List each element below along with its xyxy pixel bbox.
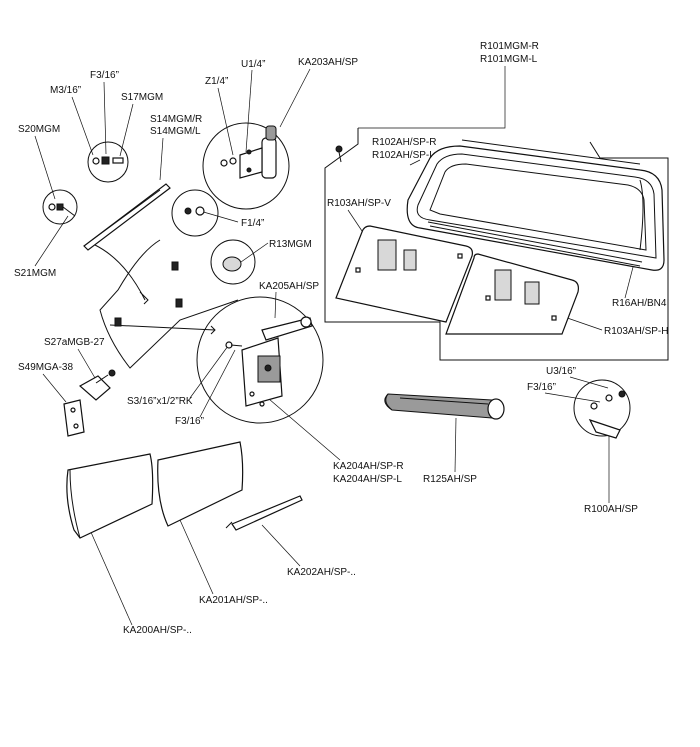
label-m316: M3/16” <box>50 85 81 96</box>
door-panel-ka201 <box>157 441 244 527</box>
roll-r125 <box>384 393 505 420</box>
door-frame-outline <box>94 239 239 369</box>
rod-ka202 <box>225 495 303 531</box>
label-ka204r: KA204AH/SP-R <box>333 461 404 472</box>
label-r103v: R103AH/SP-V <box>327 198 391 209</box>
label-f14: F1/4” <box>241 218 264 229</box>
side-screen-frame-outline <box>324 128 669 361</box>
label-s14l: S14MGM/L <box>150 126 201 137</box>
label-ka204l: KA204AH/SP-L <box>333 474 402 485</box>
label-f316-right: F3/16” <box>527 382 556 393</box>
side-strip-s14 <box>83 183 171 251</box>
label-s17: S17MGM <box>121 92 163 103</box>
label-ka202: KA202AH/SP-.. <box>287 567 356 578</box>
callout-circle-r100 <box>573 379 631 439</box>
label-f316-mid: F3/16” <box>175 416 204 427</box>
side-screen-pane-rear <box>445 253 579 335</box>
label-s20: S20MGM <box>18 124 60 135</box>
label-r101r: R101MGM-R <box>480 41 539 52</box>
label-r101l: R101MGM-L <box>480 54 538 65</box>
label-ka205: KA205AH/SP <box>259 281 319 292</box>
label-r100: R100AH/SP <box>584 504 638 515</box>
small-screw-r102 <box>335 145 343 163</box>
side-screen-frame <box>406 139 665 271</box>
label-f316-top: F3/16” <box>90 70 119 81</box>
label-ka200: KA200AH/SP-.. <box>123 625 192 636</box>
label-r103h: R103AH/SP-H <box>604 326 668 337</box>
label-ka203: KA203AH/SP <box>298 57 358 68</box>
callout-circle-s20 <box>42 189 78 225</box>
label-s49: S49MGA-38 <box>18 362 73 373</box>
callout-circle-f14 <box>171 189 219 237</box>
part-labels: U1/4” KA203AH/SP F3/16” Z1/4” M3/16” S17… <box>14 41 668 636</box>
callout-circle-bracket <box>196 296 324 424</box>
label-u14: U1/4” <box>241 59 265 70</box>
callout-circle-nuts <box>87 141 129 183</box>
label-u316: U3/16” <box>546 366 576 377</box>
callout-circle-r13 <box>210 239 256 285</box>
label-r102l: R102AH/SP-L <box>372 150 435 161</box>
bracket-s27 <box>78 369 116 401</box>
label-r102r: R102AH/SP-R <box>372 137 436 148</box>
label-ka201: KA201AH/SP-.. <box>199 595 268 606</box>
label-r16: R16AH/BN4 <box>612 298 667 309</box>
label-s316: S3/16”x1/2”RK <box>127 396 193 407</box>
label-r13: R13MGM <box>269 239 312 250</box>
label-s14r: S14MGM/R <box>150 114 202 125</box>
callout-circle-hinge <box>202 122 290 210</box>
label-s27: S27aMGB-27 <box>44 337 105 348</box>
label-r125: R125AH/SP <box>423 474 477 485</box>
plate-s49 <box>63 399 85 437</box>
door-panel-ka200 <box>66 453 154 539</box>
side-screen-pane-front <box>335 225 473 323</box>
label-s21: S21MGM <box>14 268 56 279</box>
label-z14: Z1/4” <box>205 76 228 87</box>
